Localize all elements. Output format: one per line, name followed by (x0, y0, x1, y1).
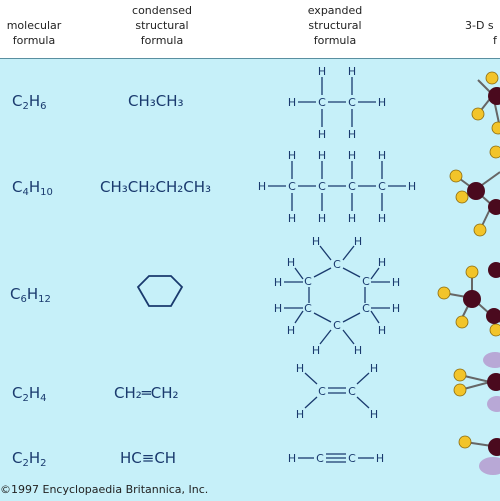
svg-text:C: C (348, 180, 356, 193)
svg-text:C: C (348, 385, 356, 398)
svg-text:H: H (274, 276, 282, 289)
svg-text:H: H (378, 96, 386, 109)
svg-text:H: H (318, 212, 326, 225)
svg-text:C: C (362, 275, 370, 288)
expanded-atoms: H C C H H H H H H C C C C H H H H H H H … (258, 65, 416, 465)
svg-text:H: H (287, 324, 295, 337)
svg-text:C: C (304, 275, 312, 288)
svg-text:H: H (274, 302, 282, 315)
svg-text:H: H (296, 408, 304, 421)
molecular-formula-ethylene: C2H4 (12, 384, 47, 404)
molecular-formula-ethane: C2H6 (12, 92, 47, 112)
svg-text:H: H (318, 149, 326, 162)
svg-text:C: C (378, 180, 386, 193)
svg-text:H: H (376, 452, 384, 465)
svg-text:H: H (354, 235, 362, 248)
svg-text:H: H (312, 235, 320, 248)
svg-text:H: H (348, 128, 356, 141)
svg-text:C: C (333, 319, 341, 332)
molecular-formula-butane: C4H10 (12, 178, 53, 198)
svg-text:H: H (354, 344, 362, 357)
header-3d-formula: 3-D s f (465, 19, 497, 47)
svg-text:H: H (378, 256, 386, 269)
expanded-bonds (268, 77, 406, 463)
svg-text:H: H (408, 180, 416, 193)
svg-text:C: C (288, 180, 296, 193)
svg-text:H: H (258, 180, 266, 193)
svg-text:H: H (288, 212, 296, 225)
svg-text:H: H (348, 212, 356, 225)
svg-text:H: H (287, 256, 295, 269)
table-header: molecular formula condensed structural f… (0, 0, 500, 58)
svg-text:H: H (312, 344, 320, 357)
svg-text:H: H (370, 362, 378, 375)
svg-text:H: H (296, 362, 304, 375)
header-expanded-formula: expanded structural formula (307, 4, 363, 47)
cyclohexane-hexagon (136, 275, 184, 307)
svg-text:C: C (318, 180, 326, 193)
copyright-credit: ©1997 Encyclopaedia Britannica, Inc. (0, 483, 209, 496)
header-condensed-formula: condensed structural formula (132, 4, 192, 47)
svg-text:C: C (304, 302, 312, 315)
svg-text:H: H (378, 324, 386, 337)
svg-text:H: H (370, 408, 378, 421)
svg-text:H: H (288, 96, 296, 109)
svg-text:H: H (378, 149, 386, 162)
svg-text:C: C (362, 302, 370, 315)
svg-text:H: H (318, 128, 326, 141)
header-molecular-formula: molecular formula (6, 19, 62, 47)
molecular-formula-cyclohexane: C6H12 (10, 285, 51, 305)
svg-text:C: C (318, 385, 326, 398)
condensed-formula-ethane: CH₃CH₃ (128, 92, 184, 110)
svg-text:H: H (288, 149, 296, 162)
svg-text:H: H (392, 276, 400, 289)
svg-text:C: C (333, 258, 341, 271)
svg-text:C: C (316, 452, 324, 465)
condensed-formula-ethylene: CH₂═CH₂ (114, 384, 179, 402)
svg-text:C: C (348, 452, 356, 465)
svg-text:H: H (378, 212, 386, 225)
molecular-formula-acetylene: C2H2 (12, 449, 47, 469)
svg-text:H: H (348, 65, 356, 78)
table-body (0, 58, 500, 501)
ball-stick-models (437, 71, 500, 475)
svg-text:H: H (318, 65, 326, 78)
svg-text:H: H (348, 149, 356, 162)
svg-text:C: C (348, 96, 356, 109)
condensed-formula-acetylene: HC≡CH (120, 449, 177, 467)
svg-text:C: C (318, 96, 326, 109)
svg-text:H: H (392, 302, 400, 315)
svg-text:H: H (288, 452, 296, 465)
condensed-formula-butane: CH₃CH₂CH₂CH₃ (100, 178, 212, 196)
